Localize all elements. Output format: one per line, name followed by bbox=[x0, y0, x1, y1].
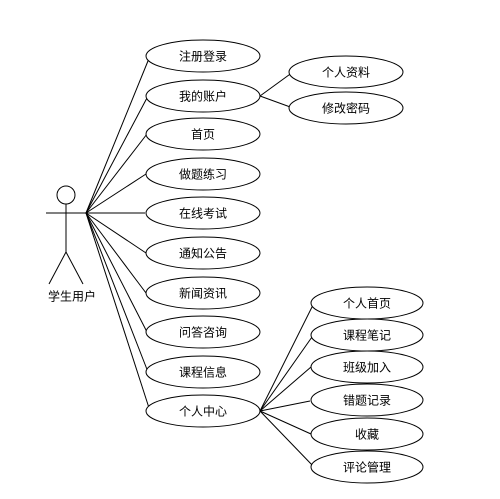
use-case-practice: 做题练习 bbox=[145, 157, 261, 191]
use-case-ellipse bbox=[145, 276, 261, 310]
use-case-label: 通知公告 bbox=[179, 247, 227, 261]
line-course-info bbox=[85, 212, 149, 373]
line-change-password bbox=[259, 95, 294, 109]
use-case-label: 首页 bbox=[191, 128, 215, 142]
use-case-label: 我的账户 bbox=[179, 89, 227, 104]
line-my-account bbox=[85, 95, 149, 214]
use-case-label: 修改密码 bbox=[322, 101, 370, 116]
use-case-label: 在线考试 bbox=[179, 206, 227, 221]
use-case-wrong-records: 错题记录 bbox=[310, 383, 424, 417]
use-case-label: 评论管理 bbox=[343, 460, 391, 475]
line-news bbox=[85, 212, 147, 294]
use-case-ellipse bbox=[145, 39, 261, 73]
use-case-label: 做题练习 bbox=[179, 167, 227, 182]
use-case-ellipse bbox=[145, 315, 261, 349]
use-case-course-notes: 课程笔记 bbox=[310, 318, 424, 352]
use-case-ellipse bbox=[145, 117, 261, 151]
line-personal-center bbox=[85, 212, 151, 412]
use-case-register-login: 注册登录 bbox=[145, 39, 261, 73]
use-case-news: 新闻资讯 bbox=[145, 276, 261, 310]
use-case-label: 问答咨询 bbox=[179, 325, 227, 340]
use-case-label: 班级加入 bbox=[343, 361, 391, 375]
line-wrong-records bbox=[259, 400, 311, 412]
use-case-ellipse bbox=[288, 91, 404, 125]
use-case-personal-info: 个人资料 bbox=[288, 55, 404, 89]
line-qa bbox=[85, 212, 148, 333]
use-case-ellipse bbox=[310, 417, 424, 451]
use-case-ellipse bbox=[310, 383, 424, 417]
use-case-notice: 通知公告 bbox=[145, 236, 261, 270]
use-case-comment-manage: 评论管理 bbox=[310, 450, 424, 484]
use-case-ellipse bbox=[288, 55, 404, 89]
use-case-personal-center: 个人中心 bbox=[145, 394, 261, 428]
use-case-ellipse bbox=[310, 450, 424, 484]
use-case-ellipse bbox=[145, 157, 261, 191]
line-register-login bbox=[85, 55, 151, 214]
line-home bbox=[85, 133, 148, 214]
use-case-label: 课程笔记 bbox=[343, 328, 391, 343]
line-join-class bbox=[259, 366, 312, 412]
use-case-label: 新闻资讯 bbox=[179, 286, 227, 301]
use-case-ellipse bbox=[145, 236, 261, 270]
use-case-change-password: 修改密码 bbox=[288, 91, 404, 125]
use-case-qa: 问答咨询 bbox=[145, 315, 261, 349]
line-personal-info bbox=[259, 71, 294, 97]
use-case-course-info: 课程信息 bbox=[145, 355, 261, 389]
line-practice bbox=[85, 173, 147, 214]
student-actor bbox=[46, 185, 86, 285]
actor-label: 学生用户 bbox=[48, 289, 96, 304]
use-case-ellipse bbox=[145, 355, 261, 389]
use-case-ellipse bbox=[145, 394, 261, 428]
line-notice bbox=[85, 212, 147, 254]
use-case-label: 课程信息 bbox=[179, 365, 227, 380]
line-comment-manage bbox=[259, 410, 315, 468]
use-case-label: 错题记录 bbox=[343, 394, 391, 408]
use-case-ellipse bbox=[145, 196, 261, 230]
use-case-online-exam: 在线考试 bbox=[145, 196, 261, 230]
use-case-favorites: 收藏 bbox=[310, 417, 424, 451]
line-course-notes bbox=[259, 336, 313, 412]
use-case-label: 个人首页 bbox=[343, 297, 391, 311]
use-case-label: 个人资料 bbox=[322, 66, 370, 80]
use-case-join-class: 班级加入 bbox=[310, 350, 424, 384]
actor-head bbox=[56, 185, 76, 205]
use-case-label: 注册登录 bbox=[179, 49, 227, 64]
connector-lines bbox=[85, 55, 315, 468]
use-case-personal-home: 个人首页 bbox=[310, 286, 424, 320]
use-case-home: 首页 bbox=[145, 117, 261, 151]
use-case-my-account: 我的账户 bbox=[145, 79, 261, 113]
line-personal-home bbox=[259, 302, 315, 412]
actor-right-leg bbox=[65, 251, 84, 285]
line-favorites bbox=[259, 410, 312, 435]
use-case-ellipse bbox=[310, 350, 424, 384]
use-case-label: 个人中心 bbox=[179, 404, 227, 419]
use-case-label: 收藏 bbox=[355, 428, 379, 442]
use-case-ellipse bbox=[145, 79, 261, 113]
actor-left-leg bbox=[48, 251, 67, 285]
